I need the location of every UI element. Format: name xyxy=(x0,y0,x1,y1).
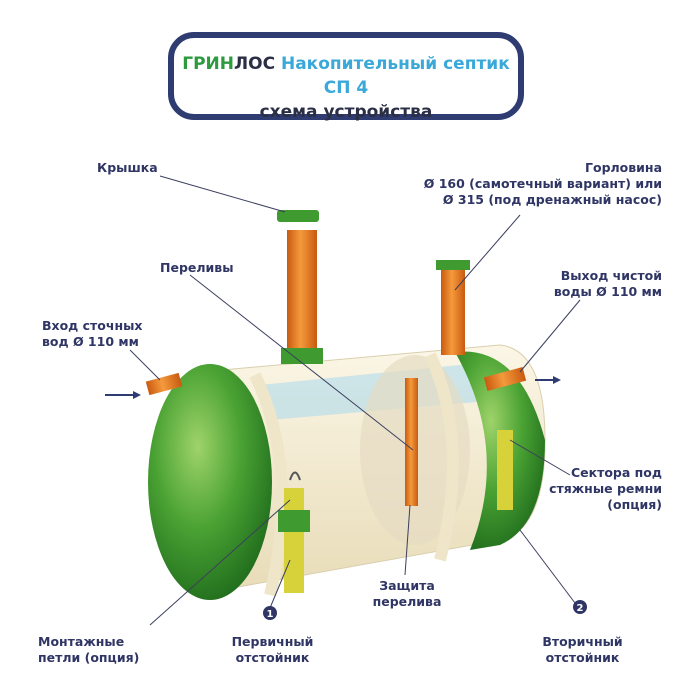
neck-line3: Ø 315 (под дренажный насос) xyxy=(442,192,662,207)
brand-dark: ЛОС xyxy=(234,54,276,74)
ring xyxy=(424,352,459,562)
title-line: ГРИНЛОС Накопительный септик СП 4 xyxy=(174,52,518,100)
green-band xyxy=(278,510,310,532)
ring xyxy=(249,372,288,597)
inlet-pipe xyxy=(145,372,183,396)
strap-sector xyxy=(284,488,304,593)
number-badge-2 xyxy=(573,600,587,614)
strap-sector xyxy=(497,430,513,510)
mounting-loop xyxy=(289,471,301,481)
overflow-guard-line2: перелива xyxy=(372,594,442,609)
label-secondary-settler: Вторичный отстойник xyxy=(535,634,630,666)
label-neck: Горловина Ø 160 (самотечный вариант) или… xyxy=(424,160,662,208)
neck-left xyxy=(287,230,317,360)
brand-green: ГРИН xyxy=(182,54,234,74)
inlet-line1: Вход сточных xyxy=(42,318,143,333)
secondary-line2: отстойник xyxy=(545,650,620,665)
leader-lines xyxy=(129,175,581,626)
overflow-guard-line1: Защита xyxy=(379,578,435,593)
sectors-line2: стяжные ремни xyxy=(549,481,662,496)
neck-left-base xyxy=(281,348,323,364)
label-primary-settler: Первичный отстойник xyxy=(225,634,320,666)
label-sectors: Сектора под стяжные ремни (опция) xyxy=(549,465,662,513)
lid xyxy=(277,210,319,222)
label-overflow-guard: Защита перелива xyxy=(362,578,452,610)
primary-line2: отстойник xyxy=(235,650,310,665)
number-badge-1 xyxy=(263,606,277,620)
neck-right xyxy=(441,265,465,355)
number-1: 1 xyxy=(267,609,274,620)
sectors-line1: Сектора под xyxy=(570,465,662,480)
neck-line1: Горловина xyxy=(585,160,662,175)
left-cap xyxy=(148,364,272,600)
label-inlet: Вход сточных вод Ø 110 мм xyxy=(42,318,142,350)
subtitle: схема устройства xyxy=(259,102,433,122)
loops-line1: Монтажные xyxy=(38,634,125,649)
label-outlet: Выход чистой воды Ø 110 мм xyxy=(554,268,662,300)
sectors-line3: (опция) xyxy=(607,497,662,512)
loops-line2: петли (опция) xyxy=(38,650,140,665)
label-lid: Крышка xyxy=(97,160,158,175)
outlet-line1: Выход чистой xyxy=(560,268,662,283)
product-name: Накопительный септик СП 4 xyxy=(280,54,510,98)
label-overflows: Переливы xyxy=(160,260,234,275)
inlet-line2: вод Ø 110 мм xyxy=(42,334,139,349)
primary-line1: Первичный xyxy=(231,634,314,649)
number-2: 2 xyxy=(577,603,584,614)
outlet-line2: воды Ø 110 мм xyxy=(553,284,662,299)
title-box: ГРИНЛОС Накопительный септик СП 4 схема … xyxy=(168,32,524,122)
overflow-pipe xyxy=(405,378,418,506)
neck-line2: Ø 160 (самотечный вариант) или xyxy=(423,176,662,191)
outlet-pipe xyxy=(483,367,527,391)
secondary-line1: Вторичный xyxy=(542,634,623,649)
neck-right-flange xyxy=(436,260,470,270)
label-mounting-loops: Монтажные петли (опция) xyxy=(38,634,139,666)
